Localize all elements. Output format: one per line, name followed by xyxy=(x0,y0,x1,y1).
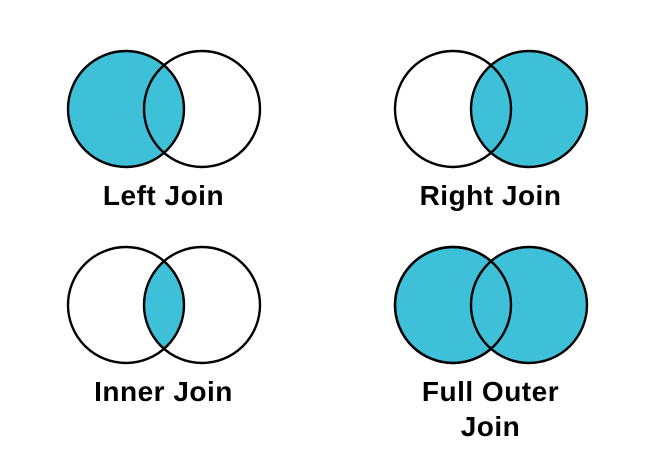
venn-card-left-join: Left Join xyxy=(0,0,327,237)
venn-card-full-outer-join: Full Outer Join xyxy=(327,237,654,474)
right-circle-filled xyxy=(469,49,588,169)
right-join-label: Right Join xyxy=(419,180,562,211)
venn-diagram-right-join xyxy=(393,49,588,169)
left-circle-outline xyxy=(66,245,185,365)
venn-card-inner-join: Inner Join xyxy=(0,237,327,474)
venn-card-right-join: Right Join xyxy=(327,0,654,237)
left-circle-outline xyxy=(393,49,512,169)
left-circle-filled xyxy=(66,49,185,169)
right-circle-filled xyxy=(469,245,588,365)
intersection-region-filled xyxy=(143,247,184,363)
venn-diagram-full-outer-join xyxy=(393,245,588,365)
venn-diagram-inner-join xyxy=(66,245,261,365)
full-outer-join-label: Full Outer Join xyxy=(421,376,560,442)
left-join-label: Left Join xyxy=(102,180,225,211)
venn-diagram-left-join xyxy=(66,49,261,169)
right-circle-outline xyxy=(142,245,261,365)
left-circle-outline-overlay xyxy=(393,245,512,365)
right-circle-outline xyxy=(142,49,261,169)
inner-join-label: Inner Join xyxy=(94,376,233,407)
